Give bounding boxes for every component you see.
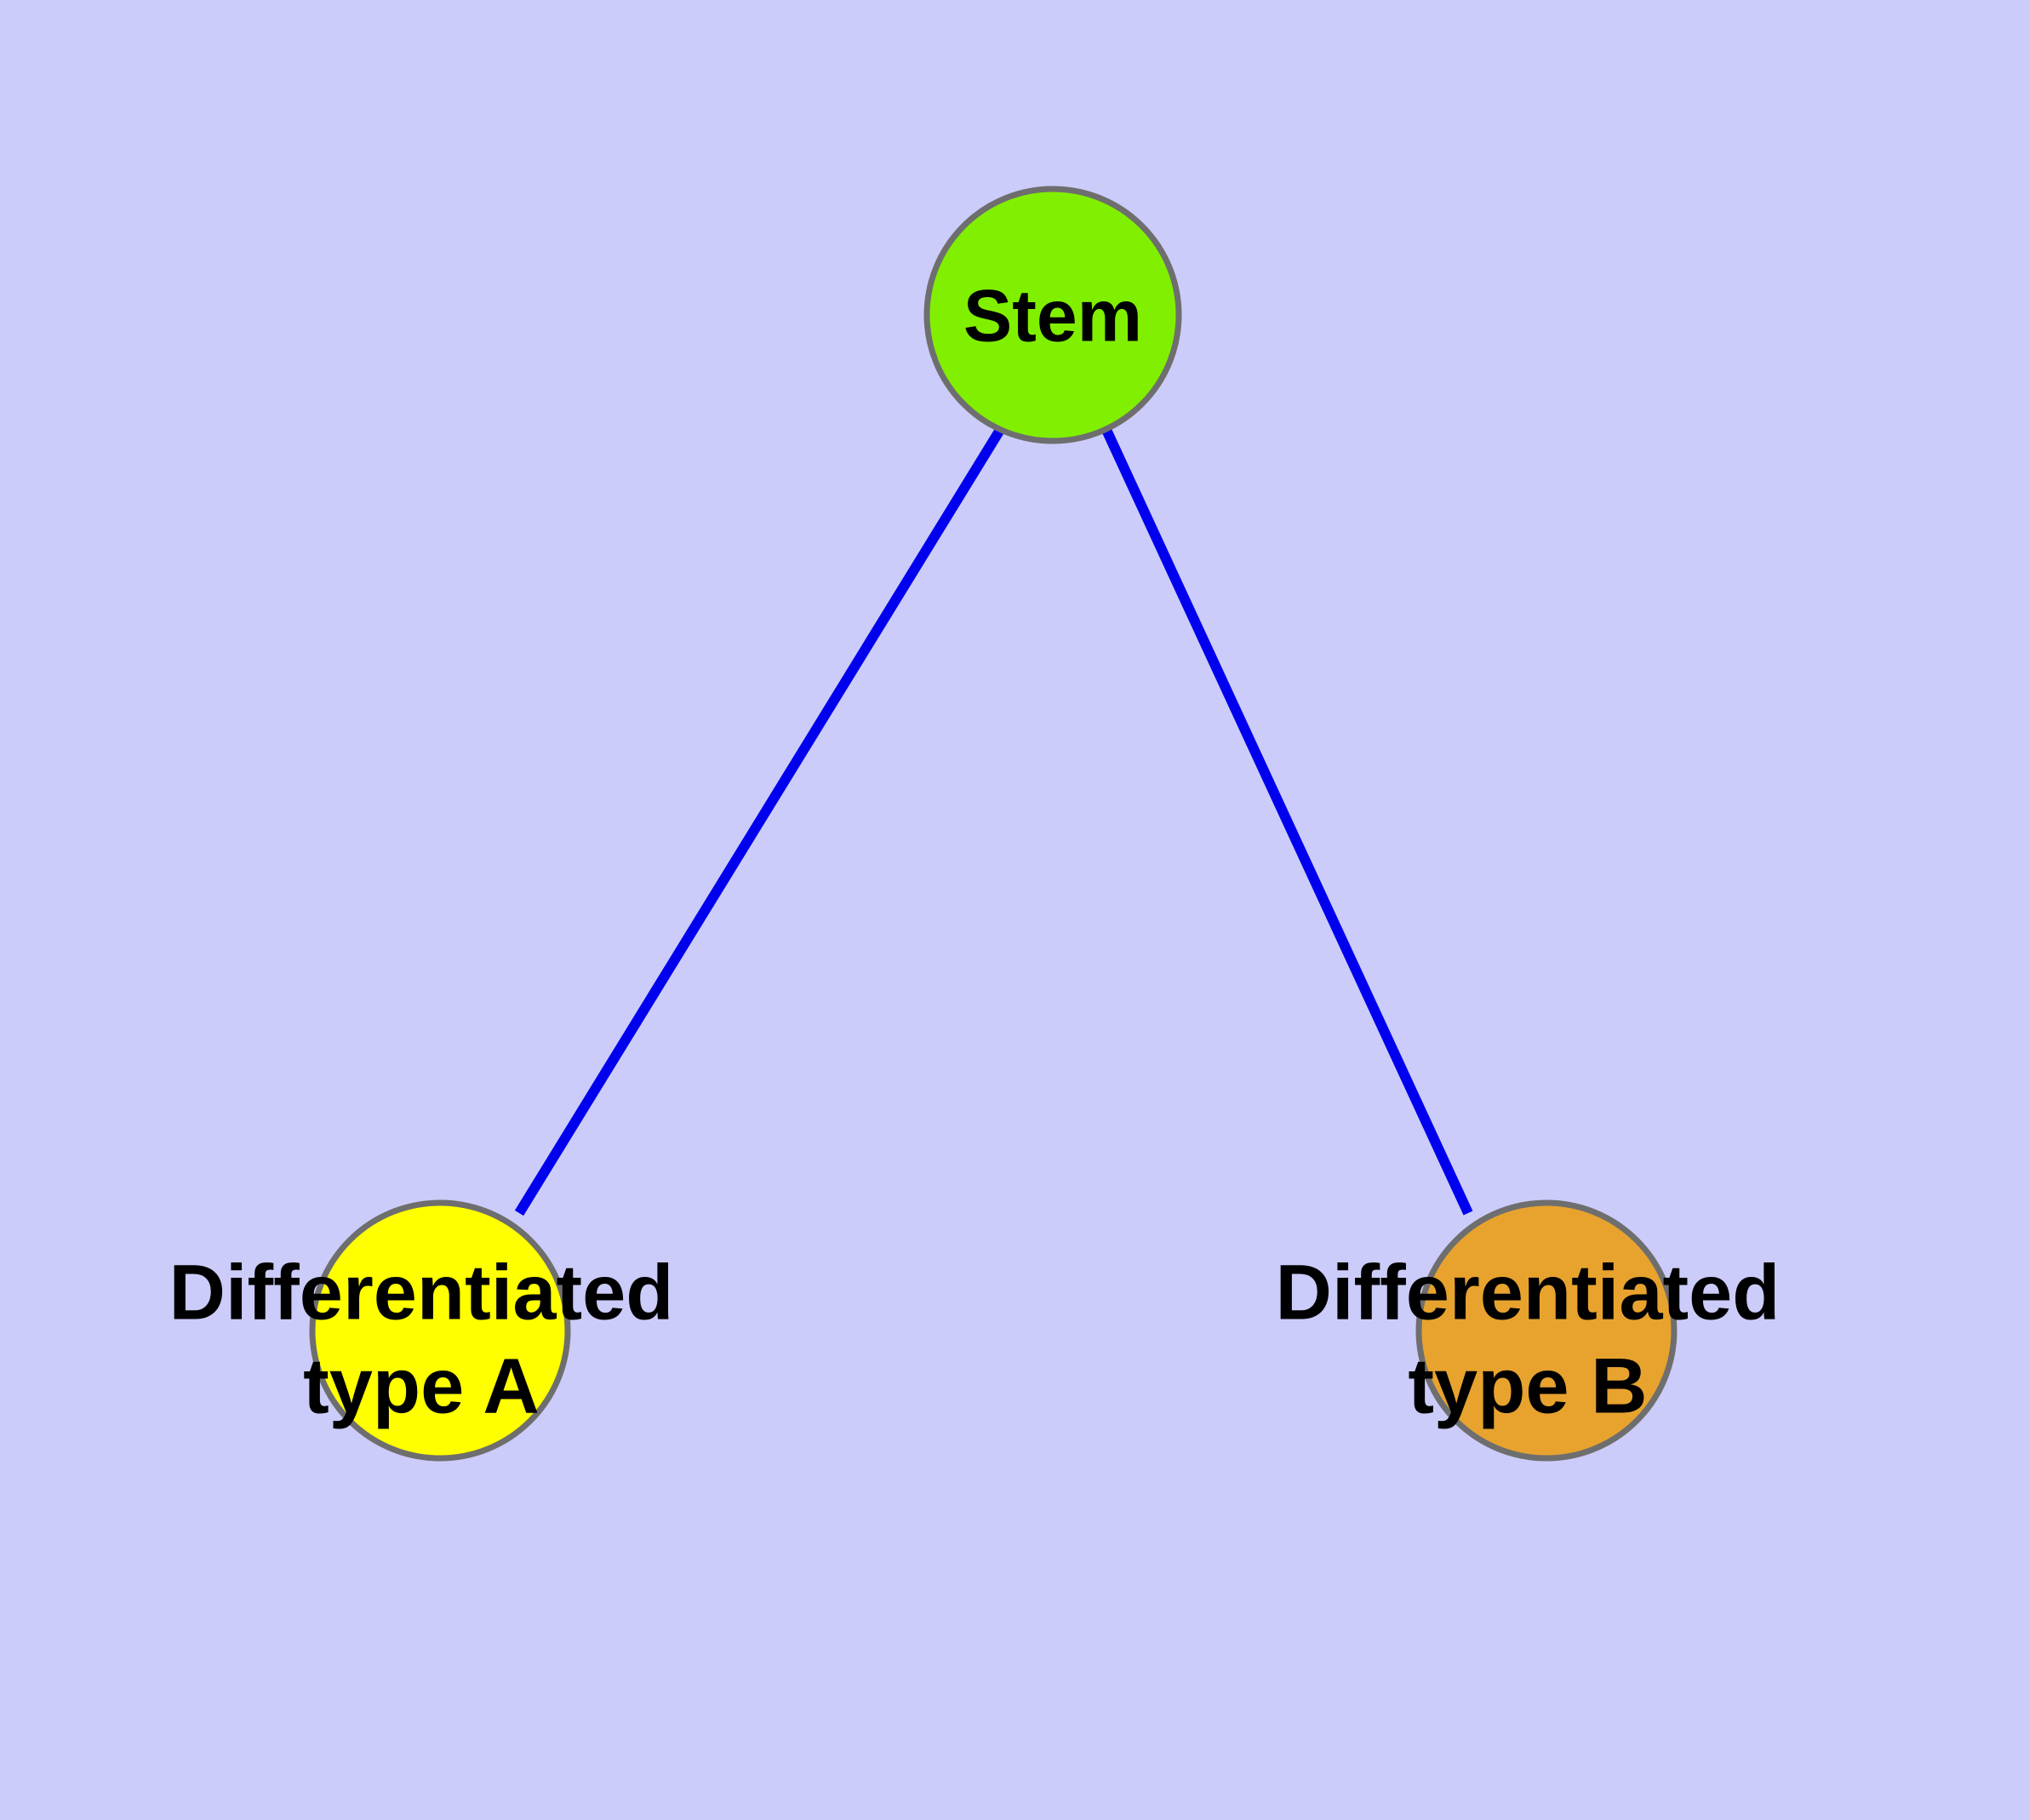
node-differentiated-type-a[interactable] xyxy=(309,1199,571,1462)
edge-layer xyxy=(514,426,1473,1216)
node-label-differentiated-type-a-line1: Differentiated xyxy=(169,1249,674,1336)
node-label-differentiated-type-b-line1: Differentiated xyxy=(1276,1249,1780,1336)
node-label-differentiated-type-b-line2: type B xyxy=(1408,1342,1647,1429)
node-differentiated-type-b[interactable] xyxy=(1415,1199,1677,1462)
edge-stem-to-differentiated-type-a[interactable] xyxy=(514,426,1005,1216)
label-layer: Stem Differentiated type A Differentiate… xyxy=(169,276,1780,1430)
node-label-differentiated-type-a-line2: type A xyxy=(303,1342,540,1429)
edge-stem-to-differentiated-type-b[interactable] xyxy=(1101,427,1473,1216)
node-label-stem: Stem xyxy=(963,276,1142,358)
node-stem[interactable] xyxy=(923,186,1182,444)
node-layer xyxy=(309,186,1677,1462)
